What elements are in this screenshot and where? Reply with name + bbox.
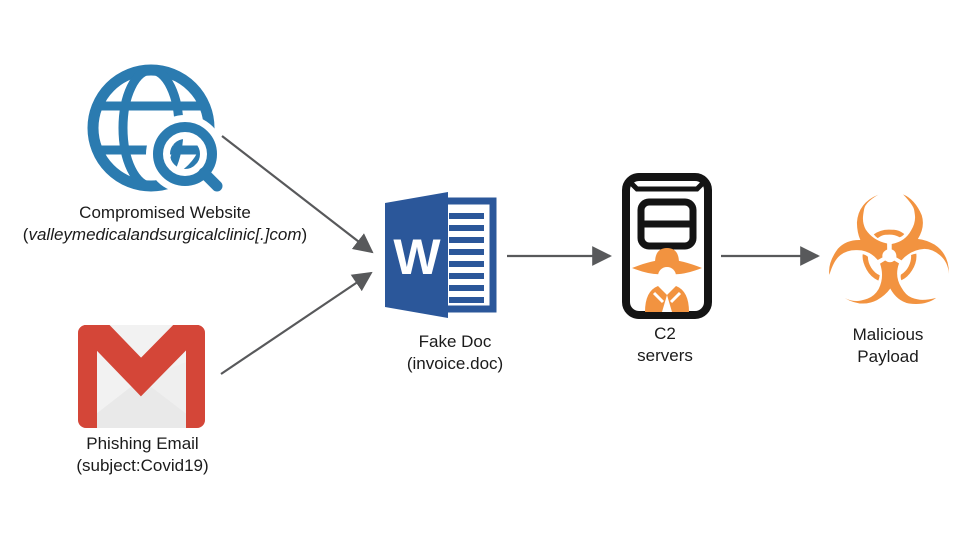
- c2-label: C2 servers: [609, 323, 721, 367]
- email-subject: (subject:Covid19): [76, 456, 209, 475]
- arrow-website-to-doc: [221, 135, 374, 254]
- server-spy-icon: [621, 172, 713, 320]
- biohazard-icon: ☣: [822, 178, 956, 328]
- globe-search-icon: [85, 60, 233, 202]
- payload-title: Malicious: [852, 325, 924, 344]
- email-label: Phishing Email (subject:Covid19): [35, 433, 250, 477]
- spy-icon: [632, 248, 702, 312]
- c2-subtitle: servers: [637, 346, 693, 365]
- doc-title: Fake Doc: [418, 332, 492, 351]
- doc-filename: (invoice.doc): [406, 354, 504, 373]
- doc-label: Fake Doc (invoice.doc): [385, 331, 525, 375]
- gmail-icon: [78, 325, 205, 428]
- website-title: Compromised Website: [79, 203, 251, 222]
- biohazard-glyph: ☣: [821, 166, 957, 340]
- website-domain: (valleymedicalandsurgicalclinic[.]com): [22, 225, 308, 244]
- payload-subtitle: Payload: [857, 347, 919, 366]
- word-icon: W: [385, 192, 500, 318]
- payload-label: Malicious Payload: [826, 324, 950, 368]
- arrow-email-to-doc: [220, 271, 373, 375]
- word-letter: W: [393, 229, 441, 285]
- c2-title: C2: [654, 324, 676, 343]
- email-title: Phishing Email: [86, 434, 199, 453]
- website-label: Compromised Website (valleymedicalandsur…: [0, 202, 330, 246]
